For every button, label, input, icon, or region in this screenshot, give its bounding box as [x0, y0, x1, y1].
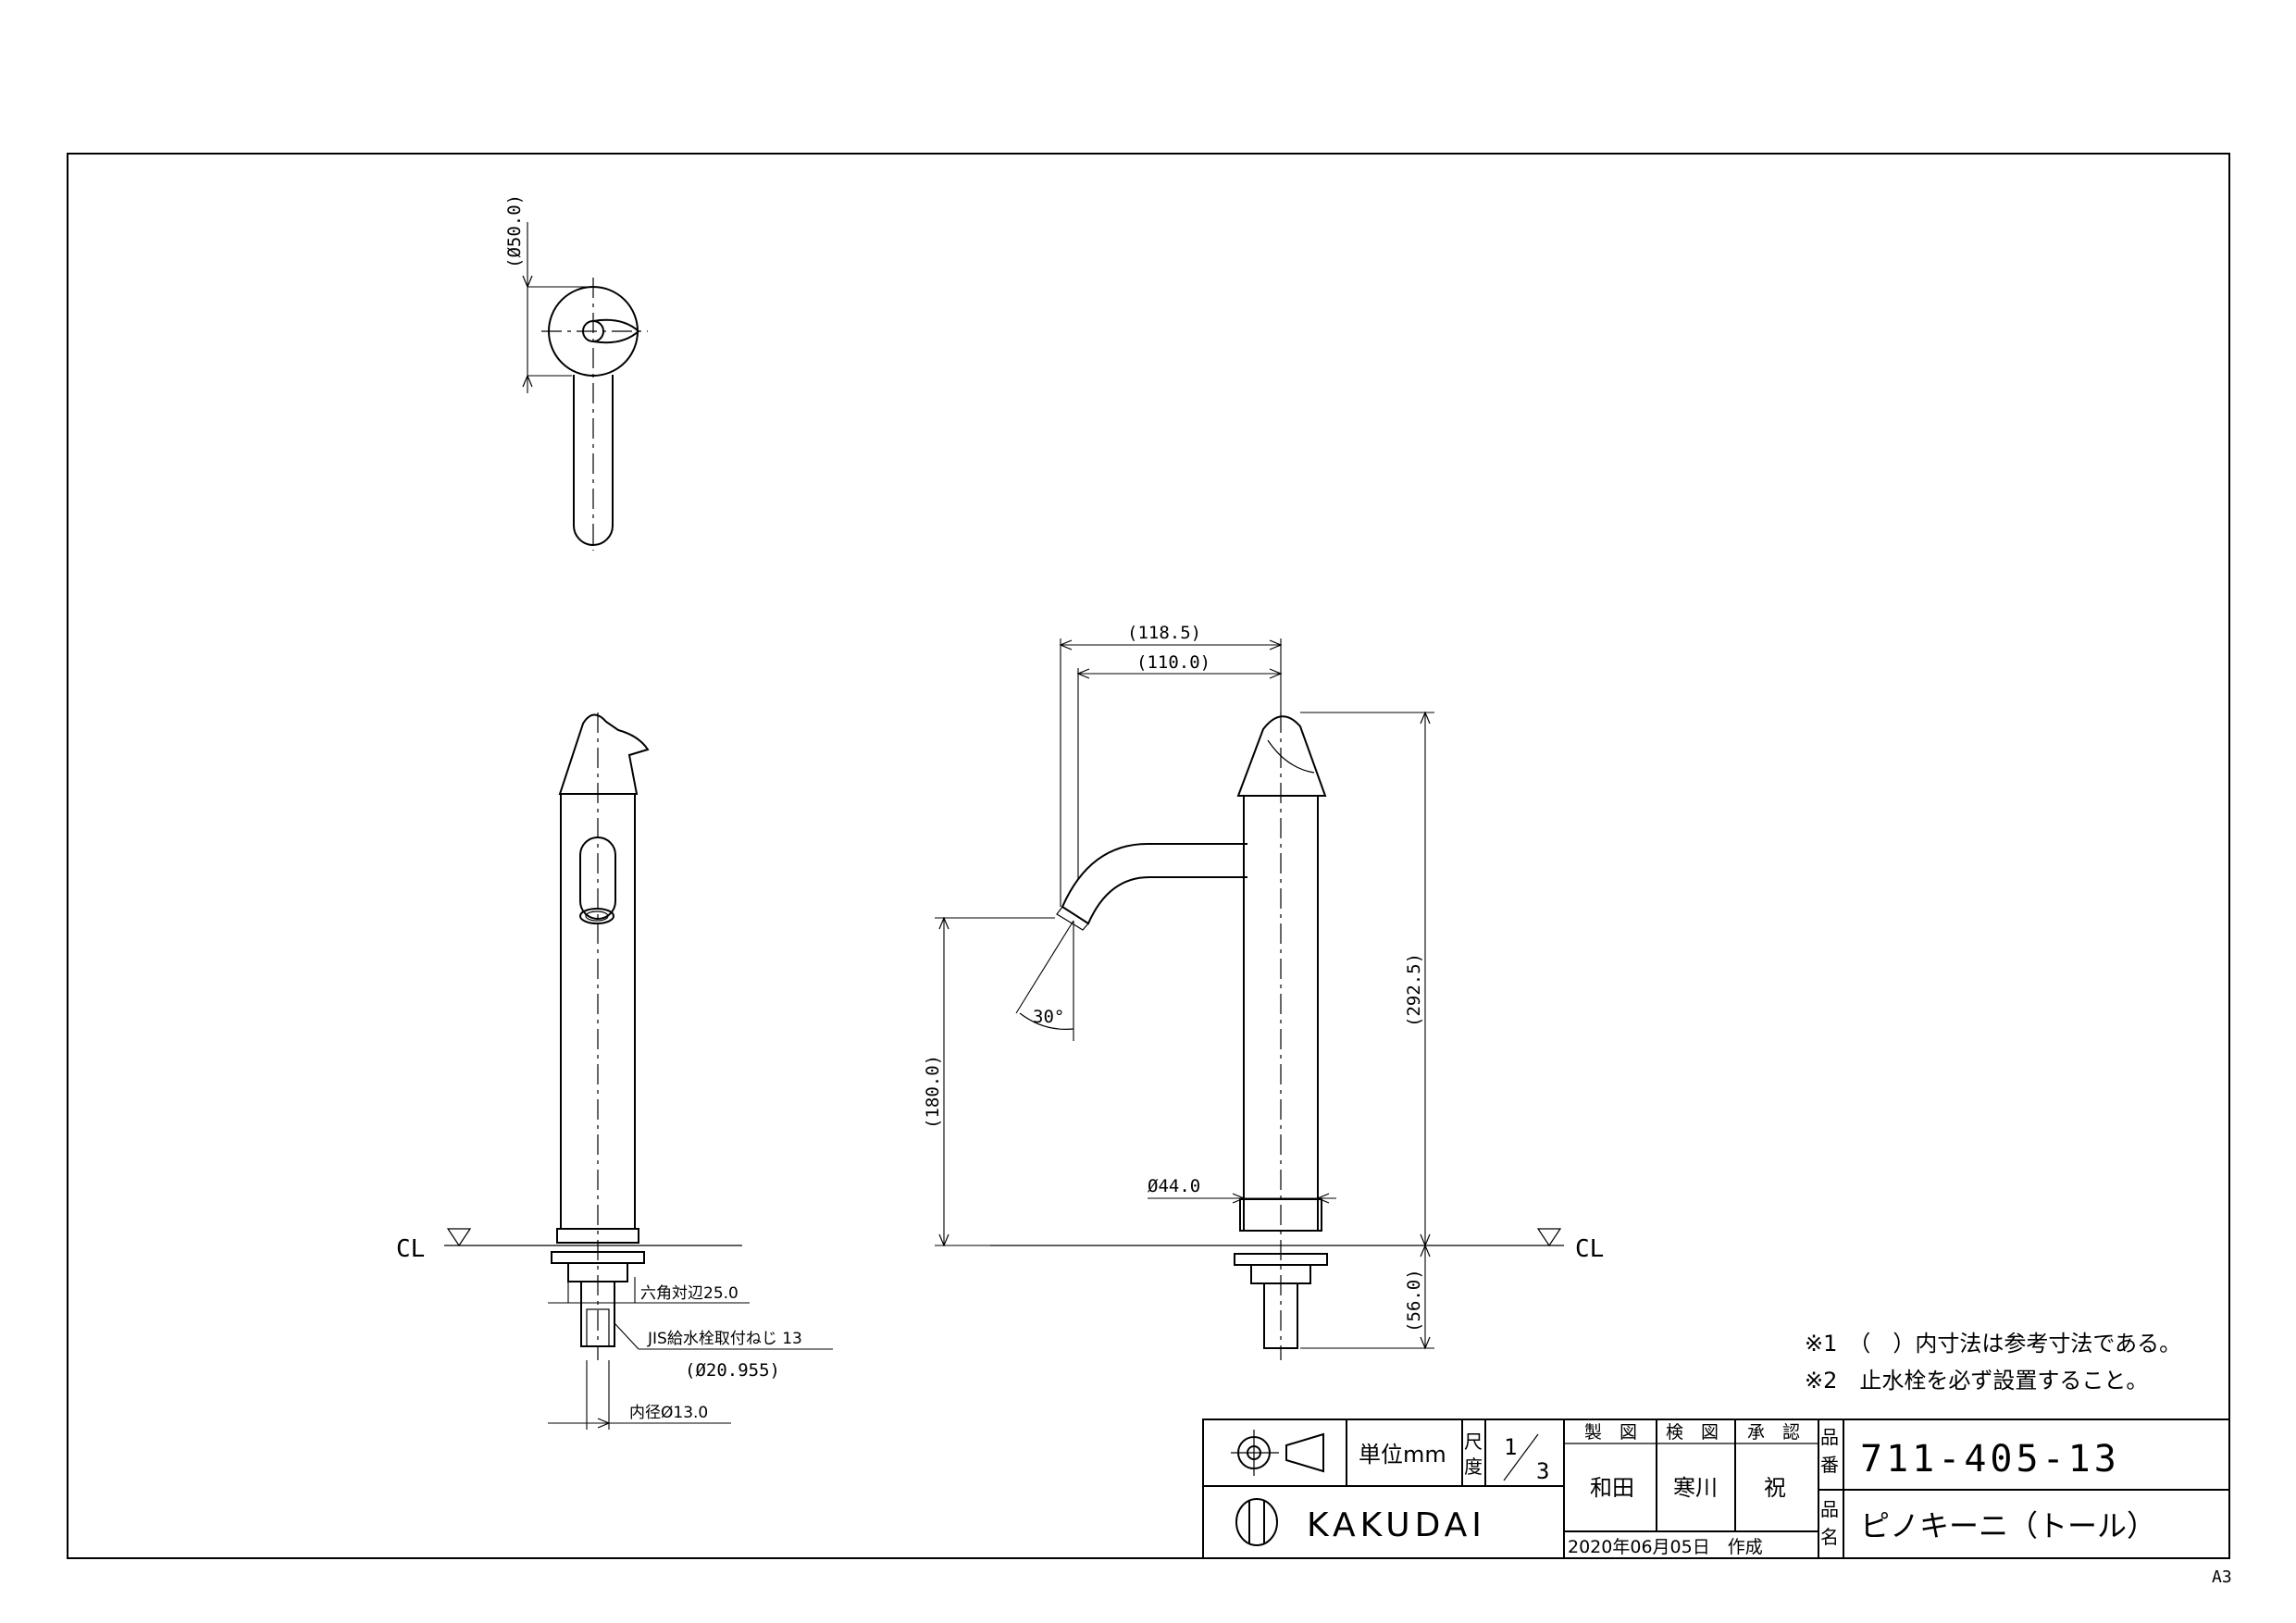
part-name: ピノキーニ（トール） [1860, 1508, 2156, 1543]
centerline-right-label: CL [1575, 1235, 1604, 1263]
top-view-spout [573, 375, 614, 546]
creation-date: 2020年06月05日 作成 [1568, 1537, 1763, 1557]
scale-label-2: 度 [1464, 1456, 1483, 1478]
top-view: (Ø50.0) [504, 194, 648, 551]
inner-diameter-label: 内径Ø13.0 [629, 1404, 708, 1422]
sheet-size-label: A3 [2212, 1567, 2232, 1587]
sheet-border [67, 153, 2230, 1559]
approved-label: 承 認 [1747, 1422, 1800, 1443]
scale-label-1: 尺 [1464, 1431, 1483, 1453]
notes: ※1 （ ）内寸法は参考寸法である。 ※2 止水栓を必ず設置すること。 [1805, 1331, 2181, 1394]
hex-width-label: 六角対辺25.0 [640, 1284, 738, 1303]
spout-angle-label: 30° [1033, 1007, 1064, 1027]
shank-length-label: (56.0) [1404, 1269, 1424, 1332]
body-diameter-label: Ø44.0 [1148, 1176, 1200, 1196]
part-number: 711-405-13 [1860, 1438, 2120, 1481]
top-diameter-label: (Ø50.0) [504, 194, 525, 268]
thread-spec-label: JIS給水栓取付ねじ 13 [647, 1330, 802, 1348]
scale-denominator: 3 [1536, 1458, 1549, 1484]
spout-height-label: (180.0) [923, 1055, 943, 1129]
part-name-label-1: 品 [1820, 1498, 1839, 1520]
side-view-cone-top [558, 713, 650, 795]
front-view: CL (118.5) (110.0) (292.5) (180.0) 30° [923, 623, 1604, 1360]
note-1: ※1 （ ）内寸法は参考寸法である。 [1805, 1331, 2181, 1357]
total-height-label: (292.5) [1404, 953, 1424, 1027]
approved-by: 祝 [1764, 1475, 1786, 1501]
thread-diameter-label: (Ø20.955) [685, 1360, 780, 1381]
projection-symbol-icon [1231, 1430, 1324, 1476]
unit-label: 単位mm [1359, 1442, 1446, 1468]
checked-label: 検 図 [1666, 1422, 1719, 1443]
spout-reach-outer-label: (118.5) [1127, 623, 1201, 643]
front-view-cone-top [1236, 715, 1327, 797]
side-view-aerator [579, 908, 614, 924]
drawn-label: 製 図 [1584, 1422, 1637, 1443]
note-2: ※2 止水栓を必ず設置すること。 [1805, 1368, 2148, 1394]
part-no-label-1: 品 [1820, 1426, 1839, 1448]
checked-by: 寒川 [1673, 1475, 1718, 1501]
spout-reach-inner-label: (110.0) [1136, 652, 1210, 673]
centerline-left-label: CL [396, 1235, 425, 1263]
company-name: KAKUDAI [1307, 1506, 1486, 1544]
part-no-label-2: 番 [1820, 1454, 1839, 1476]
drawn-by: 和田 [1590, 1475, 1634, 1501]
company-logo-icon [1235, 1498, 1278, 1546]
scale-numerator: 1 [1504, 1434, 1517, 1460]
side-view: CL 六角対辺25.0 JIS給水栓取付ねじ 13 (Ø20.955) 内径Ø1… [396, 712, 833, 1430]
part-name-label-2: 名 [1820, 1526, 1839, 1548]
